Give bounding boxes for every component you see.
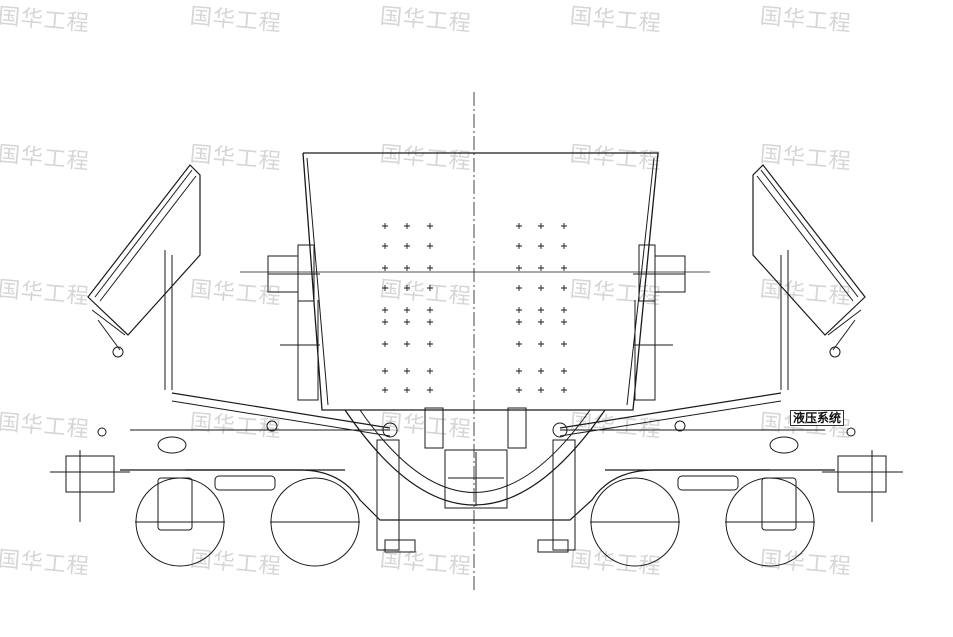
rivet-mark	[538, 285, 544, 291]
rivet-mark	[538, 223, 544, 229]
coupler-left	[50, 427, 130, 522]
rivet-mark	[382, 368, 388, 374]
rivet-mark	[561, 307, 567, 313]
rivet-mark	[516, 387, 522, 393]
rivet-mark	[404, 265, 410, 271]
rivet-mark	[561, 368, 567, 374]
buffer-right	[677, 475, 739, 491]
hopper-body	[240, 152, 710, 506]
rivet-mark	[382, 243, 388, 249]
rivet-mark	[516, 223, 522, 229]
rivet-mark	[404, 387, 410, 393]
coupler-right	[822, 427, 903, 522]
rivet-mark	[561, 265, 567, 271]
axle-box-left	[157, 477, 193, 531]
wheel-right-outer	[725, 477, 815, 567]
rivet-mark	[404, 223, 410, 229]
rivet-mark	[561, 319, 567, 325]
rivet-mark	[427, 285, 433, 291]
rivet-mark	[516, 285, 522, 291]
rivet-mark	[404, 368, 410, 374]
rivet-mark	[427, 307, 433, 313]
rivet-mark	[538, 341, 544, 347]
brake-cylinder-left	[157, 436, 187, 454]
rivet-mark	[404, 243, 410, 249]
rivet-mark	[404, 341, 410, 347]
hydraulic-system-callout: 液压系统	[790, 410, 845, 426]
left-side-door	[87, 164, 201, 390]
rivet-mark	[561, 285, 567, 291]
rivet-mark	[561, 223, 567, 229]
right-side-door	[752, 164, 866, 390]
rivet-mark	[427, 341, 433, 347]
rivet-mark	[382, 285, 388, 291]
rivet-mark	[516, 341, 522, 347]
rivet-mark	[516, 368, 522, 374]
rivet-mark	[404, 319, 410, 325]
rivet-mark	[538, 265, 544, 271]
rivet-mark	[382, 387, 388, 393]
rivet-mark	[404, 307, 410, 313]
tie-rods	[130, 392, 825, 438]
rivet-mark	[538, 243, 544, 249]
rivet-mark	[538, 319, 544, 325]
wheel-right-inner	[590, 477, 680, 567]
rivet-mark	[427, 223, 433, 229]
rivet-mark	[382, 319, 388, 325]
rivet-mark	[561, 387, 567, 393]
right-pivot-bracket	[633, 244, 686, 401]
rivet-mark	[382, 307, 388, 313]
rivet-mark	[382, 223, 388, 229]
left-pivot-bracket	[267, 244, 320, 401]
rivet-mark	[516, 307, 522, 313]
rivet-pattern	[382, 223, 567, 393]
rivet-mark	[516, 243, 522, 249]
rivet-mark	[538, 368, 544, 374]
rivet-mark	[516, 265, 522, 271]
wheel-left-outer	[135, 477, 225, 567]
buffer-left	[214, 475, 276, 491]
rivet-mark	[427, 243, 433, 249]
rivet-mark	[382, 265, 388, 271]
rivet-mark	[382, 341, 388, 347]
axle-box-right	[761, 477, 797, 531]
rivet-mark	[538, 307, 544, 313]
wheel-left-inner	[270, 477, 360, 567]
rivet-mark	[427, 319, 433, 325]
underframe	[120, 407, 835, 553]
brake-cylinder-right	[769, 436, 799, 454]
rivet-mark	[561, 243, 567, 249]
rivet-mark	[404, 285, 410, 291]
rivet-mark	[427, 368, 433, 374]
rivet-mark	[427, 387, 433, 393]
rivet-mark	[516, 319, 522, 325]
rivet-mark	[427, 265, 433, 271]
rivet-mark	[561, 341, 567, 347]
rivet-mark	[538, 387, 544, 393]
